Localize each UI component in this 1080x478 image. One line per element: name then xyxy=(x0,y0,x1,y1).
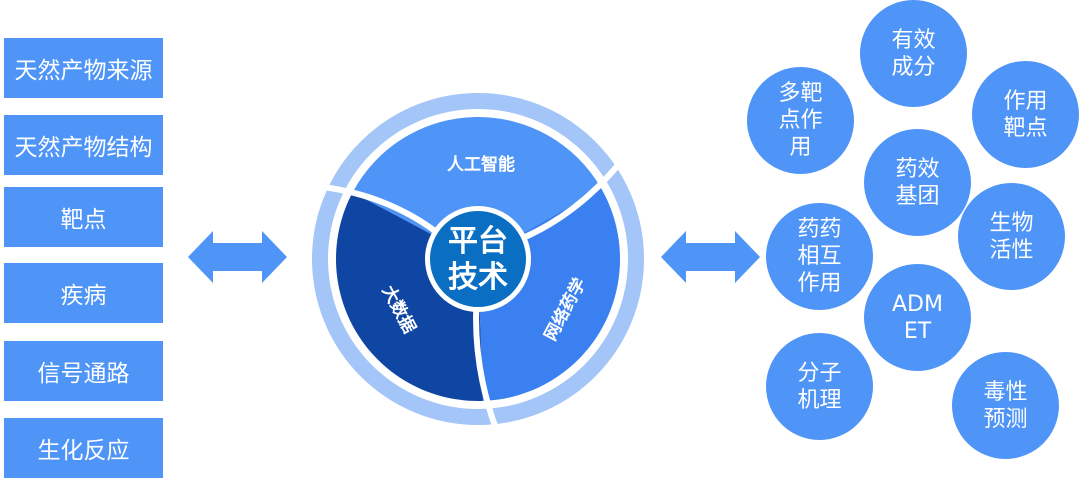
hub-label-line2: 技术 xyxy=(448,260,508,295)
left-item-biochemical-reaction: 生化反应 xyxy=(4,418,163,478)
double-arrow-icon-left xyxy=(188,231,287,283)
bubble-label: 作用 靶点 xyxy=(1003,88,1048,141)
outer-ring xyxy=(312,93,644,425)
bubble-label: 生物 活性 xyxy=(989,210,1034,263)
left-item-disease: 疾病 xyxy=(4,263,163,323)
bubble-label: 药药 相互 作用 xyxy=(797,217,842,296)
left-item-natural-product-source: 天然产物来源 xyxy=(4,38,163,98)
segment-label-ai: 人工智能 xyxy=(447,154,515,175)
segment-ai xyxy=(352,116,601,259)
bubble-active-ingredient: 有效 成分 xyxy=(860,0,967,107)
hub-label-line1: 平台 xyxy=(448,224,508,259)
left-item-signal-pathway: 信号通路 xyxy=(4,341,163,401)
bubble-admet: ADM ET xyxy=(864,264,971,371)
hub xyxy=(430,211,526,307)
bubble-label: 有效 成分 xyxy=(891,27,936,80)
bubble-pharmacophore: 药效 基团 xyxy=(864,129,971,236)
bubble-multi-target-action: 多靶 点作 用 xyxy=(747,67,854,174)
bubble-bioactivity: 生物 活性 xyxy=(958,183,1065,290)
segment-ring-gap xyxy=(329,110,627,408)
divider-right xyxy=(522,162,622,241)
divider-left xyxy=(323,184,438,235)
bubble-drug-drug-interaction: 药药 相互 作用 xyxy=(766,203,873,310)
left-item-target: 靶点 xyxy=(4,187,163,247)
bubble-action-target: 作用 靶点 xyxy=(972,61,1079,168)
bubble-label: 多靶 点作 用 xyxy=(778,81,823,160)
bubble-label: ADM ET xyxy=(892,291,943,344)
bubble-toxicity-prediction: 毒性 预测 xyxy=(952,352,1059,459)
bubble-molecular-mechanism: 分子 机理 xyxy=(766,333,873,440)
divider-bottom xyxy=(473,308,499,430)
bubble-label: 分子 机理 xyxy=(797,360,842,413)
bubble-label: 毒性 预测 xyxy=(983,379,1028,432)
bubble-label: 药效 基团 xyxy=(895,156,940,209)
double-arrow-icon-right xyxy=(661,231,760,283)
left-item-natural-product-structure: 天然产物结构 xyxy=(4,115,163,175)
